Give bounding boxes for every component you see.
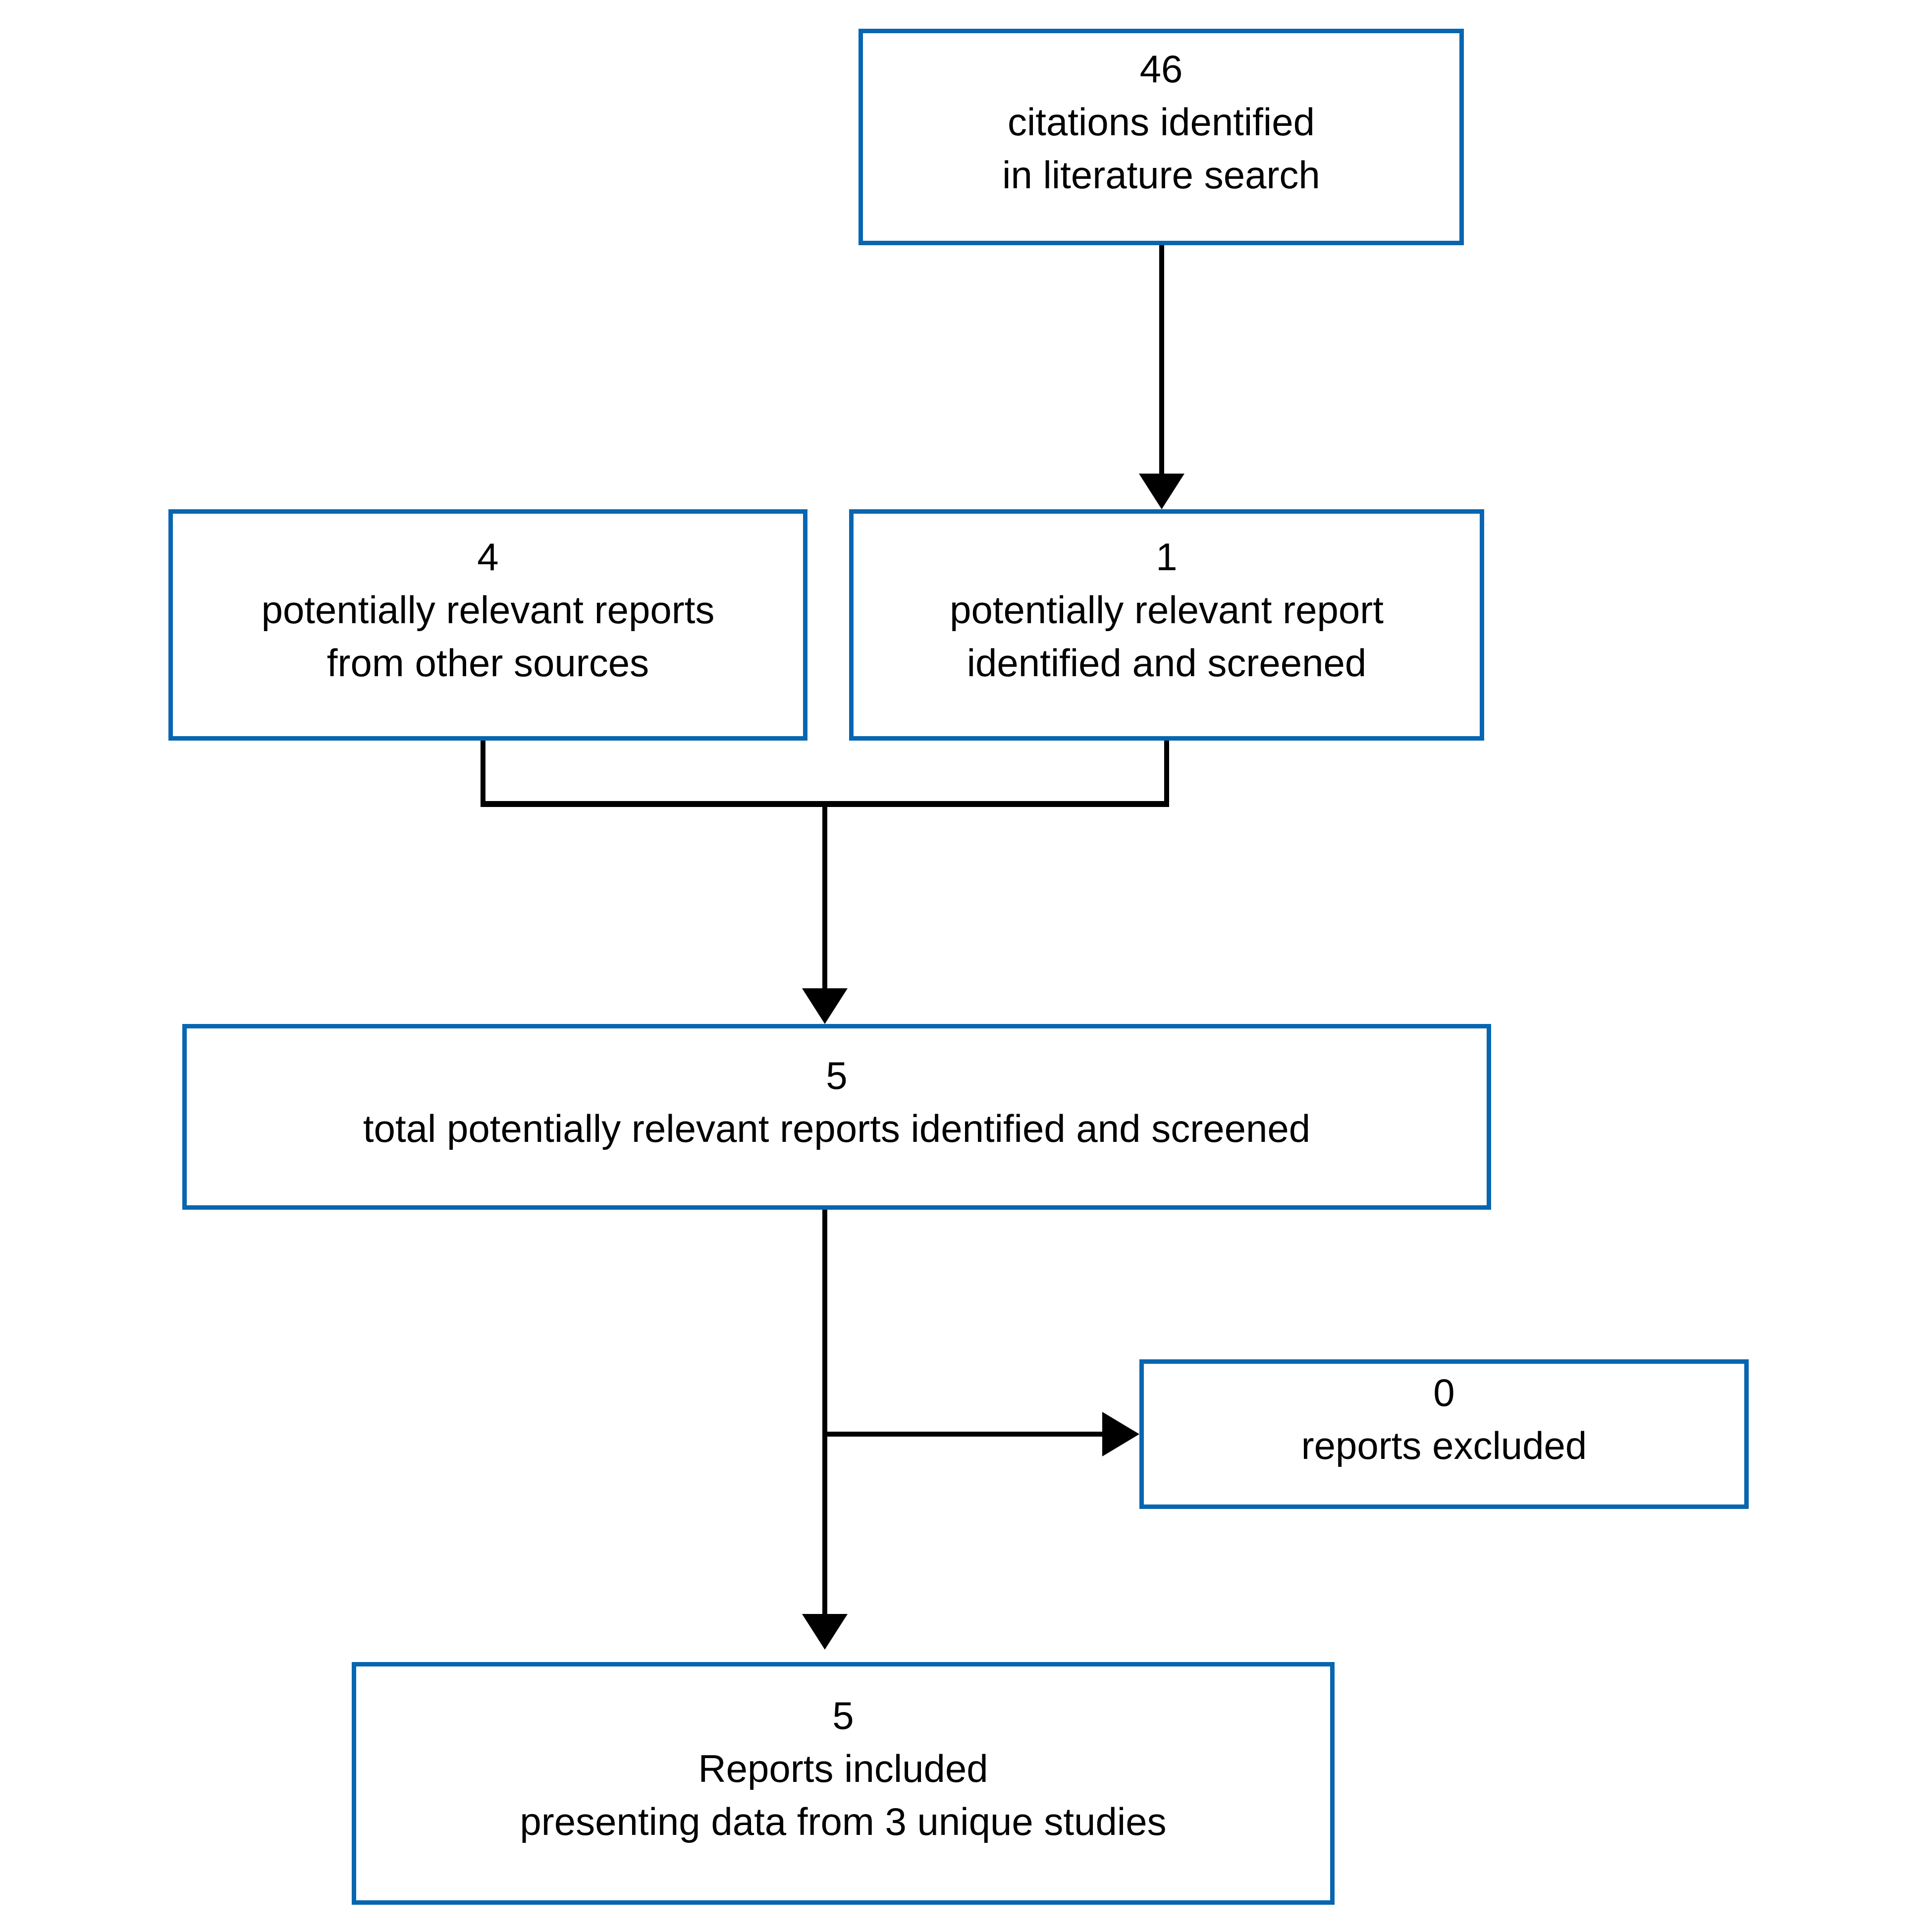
connector-citations-to-screened bbox=[1159, 245, 1164, 474]
count-total: 5 bbox=[826, 1053, 848, 1097]
connector-screened-down bbox=[1164, 741, 1169, 806]
label-included-line2: presenting data from 3 unique studies bbox=[520, 1799, 1167, 1843]
arrowhead-down-icon bbox=[802, 1614, 848, 1650]
connector-merge-to-total bbox=[822, 801, 827, 988]
label-total-line1: total potentially relevant reports ident… bbox=[363, 1106, 1311, 1150]
label-excluded-line1: reports excluded bbox=[1301, 1424, 1587, 1467]
box-citations-identified: 46 citations identified in literature se… bbox=[859, 29, 1464, 245]
arrowhead-right-icon bbox=[1102, 1412, 1139, 1456]
label-citations-line2: in literature search bbox=[1002, 153, 1320, 197]
label-included-line1: Reports included bbox=[698, 1746, 988, 1790]
box-reports-excluded: 0 reports excluded bbox=[1139, 1359, 1749, 1509]
label-other-sources-line1: potentially relevant reports bbox=[261, 588, 715, 632]
label-other-sources-line2: from other sources bbox=[326, 641, 649, 685]
connector-total-to-excluded bbox=[822, 1432, 1102, 1437]
count-citations: 46 bbox=[1139, 47, 1183, 91]
count-included: 5 bbox=[832, 1693, 854, 1737]
box-other-sources: 4 potentially relevant reports from othe… bbox=[168, 509, 807, 741]
connector-other-sources-down bbox=[481, 741, 485, 806]
arrowhead-down-icon bbox=[1139, 474, 1184, 509]
count-excluded: 0 bbox=[1433, 1371, 1455, 1414]
box-reports-included: 5 Reports included presenting data from … bbox=[352, 1662, 1335, 1905]
label-screened-line2: identified and screened bbox=[966, 641, 1367, 685]
count-screened: 1 bbox=[1156, 535, 1178, 579]
count-other-sources: 4 bbox=[477, 535, 499, 579]
box-report-screened: 1 potentially relevant report identified… bbox=[849, 509, 1484, 741]
connector-total-to-included bbox=[822, 1210, 827, 1616]
label-citations-line1: citations identified bbox=[1007, 100, 1315, 144]
box-total-screened: 5 total potentially relevant reports ide… bbox=[182, 1024, 1491, 1210]
arrowhead-down-icon bbox=[802, 988, 848, 1024]
label-screened-line1: potentially relevant report bbox=[950, 588, 1384, 632]
